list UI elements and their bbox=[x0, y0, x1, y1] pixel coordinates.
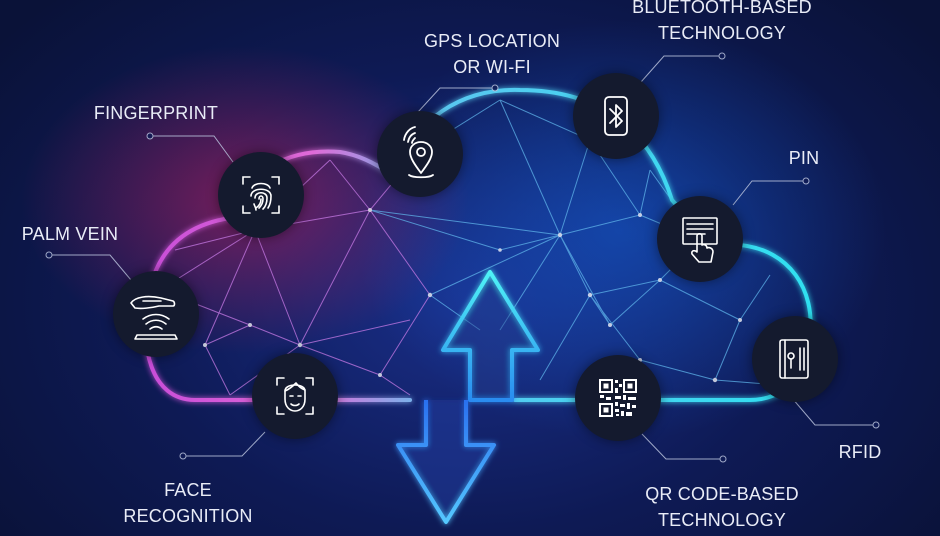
palm-vein-node bbox=[113, 271, 199, 357]
cloud-outline bbox=[143, 87, 813, 402]
label-qr-line2: TECHNOLOGY bbox=[657, 510, 787, 530]
bluetooth-icon bbox=[604, 96, 628, 136]
gps-node bbox=[377, 111, 463, 197]
upload-arrow bbox=[441, 270, 540, 402]
label-palm-vein: PALM VEIN bbox=[10, 221, 130, 247]
download-arrow bbox=[396, 400, 496, 524]
location-pin-icon bbox=[403, 126, 434, 179]
rfid-card-icon bbox=[779, 339, 809, 379]
qr-node bbox=[575, 355, 661, 441]
label-rfid: RFID bbox=[828, 439, 892, 465]
label-qr-line1: QR CODE-BASED bbox=[645, 484, 799, 504]
face-node bbox=[252, 353, 338, 439]
face-scan-icon bbox=[276, 377, 314, 415]
pin-node bbox=[657, 196, 743, 282]
label-gps-line2: OR WI-FI bbox=[453, 57, 531, 77]
pin-keypad-icon bbox=[682, 217, 718, 263]
label-qr: QR CODE-BASED TECHNOLOGY bbox=[627, 481, 817, 533]
label-bluetooth: BLUETOOTH-BASED TECHNOLOGY bbox=[612, 0, 832, 46]
label-gps-line1: GPS LOCATION bbox=[423, 31, 561, 51]
label-face-line2: RECOGNITION bbox=[123, 506, 253, 526]
label-face-line1: FACE bbox=[164, 480, 212, 500]
palm-scan-icon bbox=[130, 295, 178, 340]
qr-code-icon bbox=[599, 379, 637, 417]
label-fingerprint: FINGERPRINT bbox=[86, 100, 226, 126]
label-bluetooth-line1: BLUETOOTH-BASED bbox=[632, 0, 812, 17]
label-pin: PIN bbox=[774, 145, 834, 171]
fingerprint-node bbox=[218, 152, 304, 238]
label-rfid-line1: RFID bbox=[838, 442, 882, 462]
label-fingerprint-line1: FINGERPRINT bbox=[93, 103, 219, 123]
label-bluetooth-line2: TECHNOLOGY bbox=[657, 23, 787, 43]
label-gps: GPS LOCATION OR WI-FI bbox=[407, 28, 577, 80]
label-palm-vein-line1: PALM VEIN bbox=[21, 224, 119, 244]
callout-lines bbox=[45, 52, 880, 463]
rfid-node bbox=[752, 316, 838, 402]
bluetooth-node bbox=[573, 73, 659, 159]
label-face: FACE RECOGNITION bbox=[108, 477, 268, 529]
label-pin-line1: PIN bbox=[788, 148, 820, 168]
fingerprint-icon bbox=[242, 176, 280, 214]
